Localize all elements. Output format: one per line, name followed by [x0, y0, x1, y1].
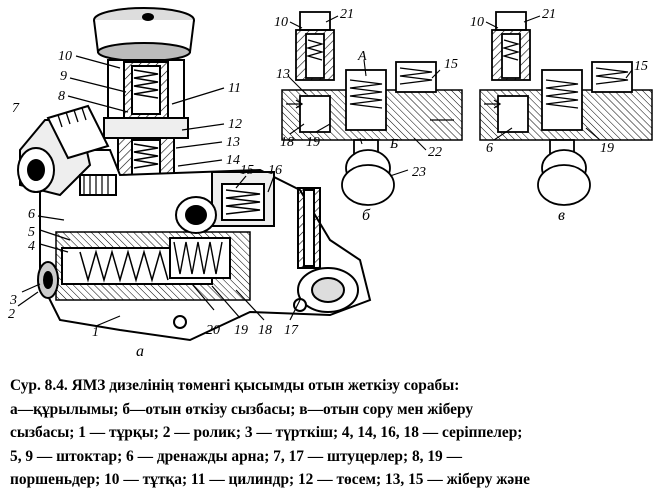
- caption-line-3: сызбасы; 1 — тұрқы; 2 — ролик; 3 — түртк…: [10, 424, 523, 441]
- label-b-A: А: [357, 49, 367, 64]
- caption-line-4: 5, 9 — штоктар; 6 — дренажды арна; 7, 17…: [10, 447, 462, 465]
- caption-line-2: а—құрылымы; б—отын өткізу сызбасы; в—оты…: [10, 400, 474, 418]
- label-b-19: 19: [306, 135, 320, 150]
- label-19: 19: [234, 323, 248, 338]
- label-5: 5: [28, 225, 35, 240]
- label-b-18: 18: [280, 135, 294, 150]
- label-b-22: 22: [428, 145, 442, 160]
- label-16: 16: [268, 163, 282, 178]
- label-v-19: 19: [600, 141, 614, 156]
- label-20: 20: [206, 323, 220, 338]
- scheme-v-view: [479, 11, 653, 206]
- scheme-v-leaders: [485, 15, 633, 141]
- label-10: 10: [58, 49, 72, 64]
- main-labels: 1 2 3 4 5 6 7 8 9 10 11 12 13 14 15 16 1…: [8, 49, 299, 360]
- label-v-21: 21: [542, 7, 556, 22]
- label-1: 1: [92, 325, 99, 340]
- label-9: 9: [60, 69, 67, 84]
- caption-letter-v: в: [558, 207, 565, 224]
- label-b-10: 10: [274, 15, 288, 30]
- scheme-v-labels: 10 21 15 6 19 в: [470, 7, 648, 224]
- label-2: 2: [8, 307, 15, 322]
- label-3: 3: [9, 293, 17, 308]
- label-14: 14: [226, 153, 240, 168]
- pump-diagram: 1 2 3 4 5 6 7 8 9 10 11 12 13 14 15 16 1…: [8, 7, 653, 360]
- main-leader-lines: [17, 55, 301, 327]
- figure-caption: Сур. 8.4. ЯМЗ дизелінің төменгі қысымды …: [10, 374, 656, 492]
- label-v-15: 15: [634, 59, 648, 74]
- caption-line-5: поршеньдер; 10 — тұтқа; 11 — цилиндр; 12…: [10, 471, 530, 488]
- scheme-b-leaders: [287, 15, 441, 177]
- label-15: 15: [240, 163, 254, 178]
- scheme-b-labels: 10 21 13 А 15 18 19 Б 22 23 б: [274, 7, 458, 224]
- label-b-15: 15: [444, 57, 458, 72]
- caption-letter-a: а: [136, 343, 144, 360]
- label-b-21: 21: [340, 7, 354, 22]
- label-18: 18: [258, 323, 272, 338]
- label-b-13: 13: [276, 67, 290, 82]
- caption-line-1: Сур. 8.4. ЯМЗ дизелінің төменгі қысымды …: [10, 377, 460, 394]
- label-17: 17: [284, 323, 299, 338]
- label-v-6: 6: [486, 141, 493, 156]
- caption-letter-b: б: [362, 207, 371, 224]
- label-7: 7: [12, 101, 20, 116]
- label-v-10: 10: [470, 15, 484, 30]
- label-4: 4: [28, 239, 35, 254]
- label-b-B: Б: [389, 137, 398, 152]
- scheme-b-view: [281, 11, 463, 206]
- label-6: 6: [28, 207, 35, 222]
- label-13: 13: [226, 135, 240, 150]
- diagram-svg: 1 2 3 4 5 6 7 8 9 10 11 12 13 14 15 16 1…: [8, 7, 653, 360]
- label-8: 8: [58, 89, 65, 104]
- label-b-23: 23: [412, 165, 426, 180]
- label-12: 12: [228, 117, 242, 132]
- label-11: 11: [228, 81, 241, 96]
